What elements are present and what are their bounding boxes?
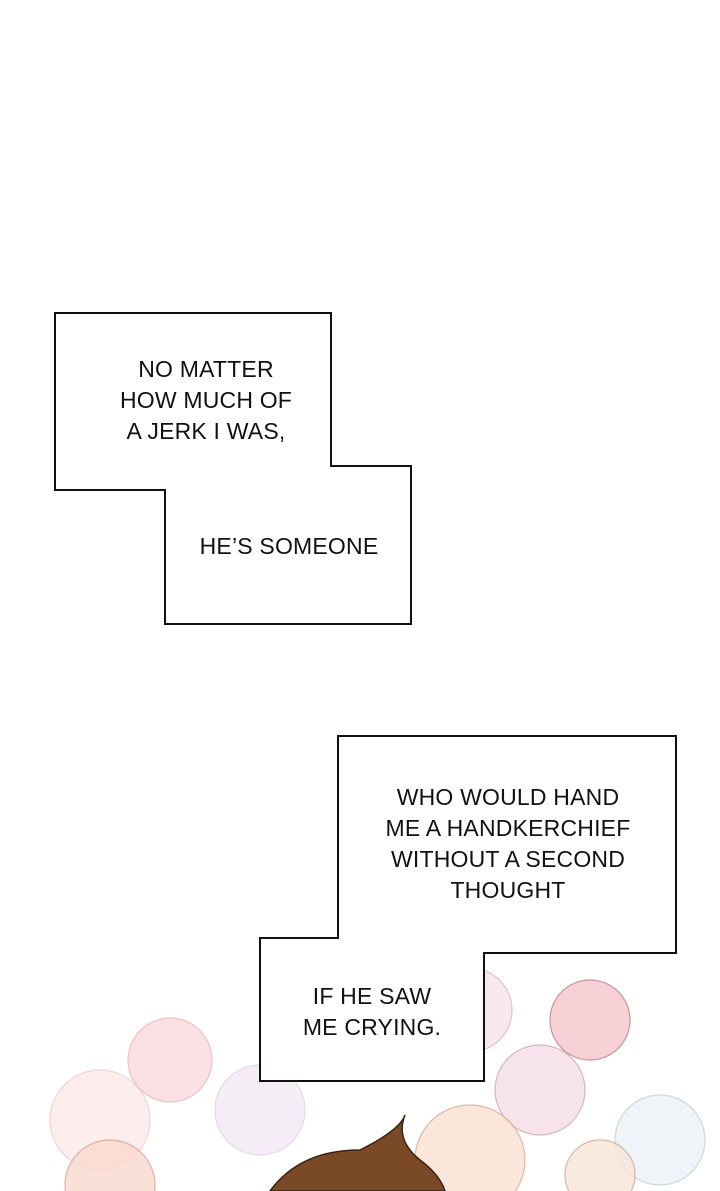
caption-box-2-frame: [259, 735, 677, 1082]
caption-line: THOUGHT: [450, 877, 566, 903]
caption-box-1-text: NO MATTER HOW MUCH OF A JERK I WAS,: [100, 354, 312, 447]
caption-line: ME A HANDKERCHIEF: [385, 815, 631, 841]
caption-box-2-continuation: IF HE SAW ME CRYING.: [282, 981, 462, 1043]
caption-line: A JERK I WAS,: [126, 418, 286, 444]
caption-line: WITHOUT A SECOND: [390, 846, 626, 872]
caption-box-1-frame: [54, 312, 412, 625]
caption-box-2-text: WHO WOULD HAND ME A HANDKERCHIEF WITHOUT…: [360, 782, 656, 906]
caption-box-1-continuation: HE’S SOMEONE: [199, 533, 379, 559]
caption-line: HOW MUCH OF: [119, 387, 293, 413]
caption-line: IF HE SAW: [312, 983, 432, 1009]
caption-line: ME CRYING.: [302, 1014, 442, 1040]
caption-line: NO MATTER: [138, 356, 274, 382]
caption-line: WHO WOULD HAND: [396, 784, 620, 810]
character-hair: [269, 1114, 446, 1191]
